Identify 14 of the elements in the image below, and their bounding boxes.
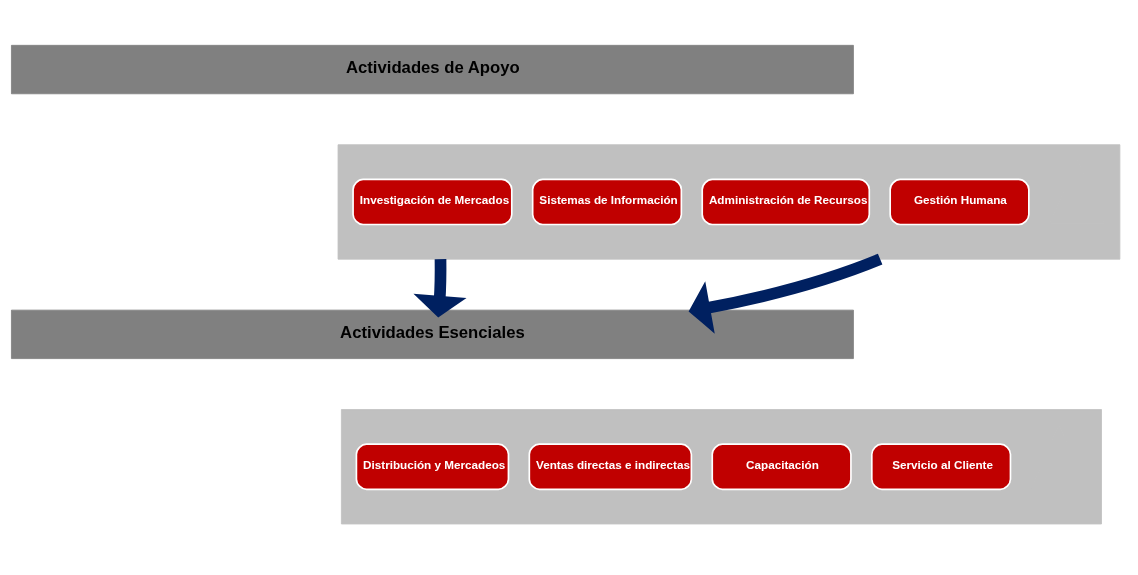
node-box: Sistemas de Información bbox=[531, 178, 683, 225]
node-box: Actividades de Apoyo bbox=[11, 44, 854, 94]
node-box: Gestión Humana bbox=[889, 178, 1030, 225]
arrow bbox=[413, 258, 467, 318]
node-box: Investigación de Mercados bbox=[352, 178, 513, 225]
node-box: Capacitación bbox=[711, 442, 852, 490]
cluster bbox=[337, 143, 1121, 260]
node-box: Distribución y Mercadeos bbox=[355, 442, 510, 490]
node-box: Servicio al Cliente bbox=[870, 442, 1012, 490]
node-box: Actividades Esenciales bbox=[11, 309, 854, 359]
node-box: Administración de Recursos bbox=[701, 178, 871, 225]
cluster bbox=[340, 408, 1102, 524]
node-box: Ventas directas e indirectas bbox=[528, 442, 693, 490]
arrow bbox=[688, 253, 883, 334]
